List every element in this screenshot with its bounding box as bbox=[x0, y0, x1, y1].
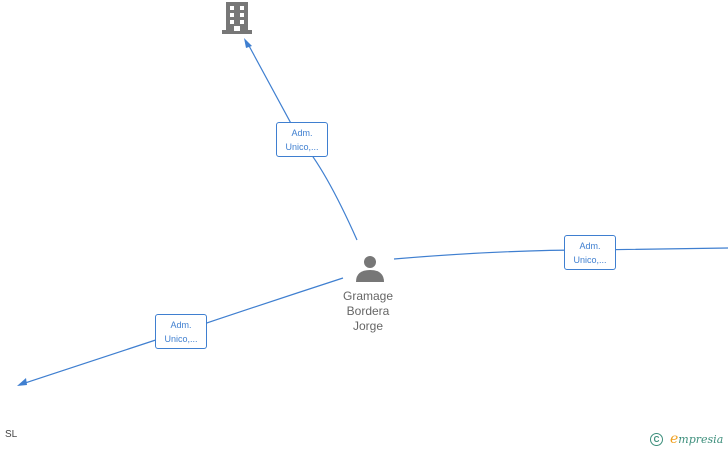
company-label-partial[interactable]: SL bbox=[5, 429, 18, 440]
person-name[interactable]: Gramage Bordera Jorge bbox=[330, 289, 406, 334]
person-name-line: Gramage bbox=[342, 289, 394, 303]
edge-to-right bbox=[393, 247, 728, 260]
relation-role: Adm. bbox=[170, 320, 192, 330]
relation-label-top[interactable]: Adm. Unico,... bbox=[276, 122, 328, 157]
person-icon[interactable] bbox=[356, 256, 384, 282]
relation-label-right[interactable]: Adm. Unico,... bbox=[564, 235, 616, 270]
arrowhead-bottom-left bbox=[17, 378, 27, 386]
relation-detail: Unico,... bbox=[573, 255, 607, 265]
person-name-line: Bordera bbox=[346, 304, 390, 318]
building-icon[interactable] bbox=[222, 2, 252, 34]
relation-label-bottom-left[interactable]: Adm. Unico,... bbox=[155, 314, 207, 349]
arrowhead-top bbox=[244, 38, 252, 48]
copyright-icon: C bbox=[650, 432, 663, 446]
relation-role: Adm. bbox=[579, 241, 601, 251]
person-name-line: Jorge bbox=[352, 319, 384, 333]
relation-detail: Unico,... bbox=[164, 334, 198, 344]
relation-detail: Unico,... bbox=[285, 142, 319, 152]
relation-role: Adm. bbox=[291, 128, 313, 138]
brand-logo: C e mpresia bbox=[650, 429, 723, 449]
brand-initial: e bbox=[670, 431, 679, 447]
brand-name: mpresia bbox=[678, 432, 724, 446]
